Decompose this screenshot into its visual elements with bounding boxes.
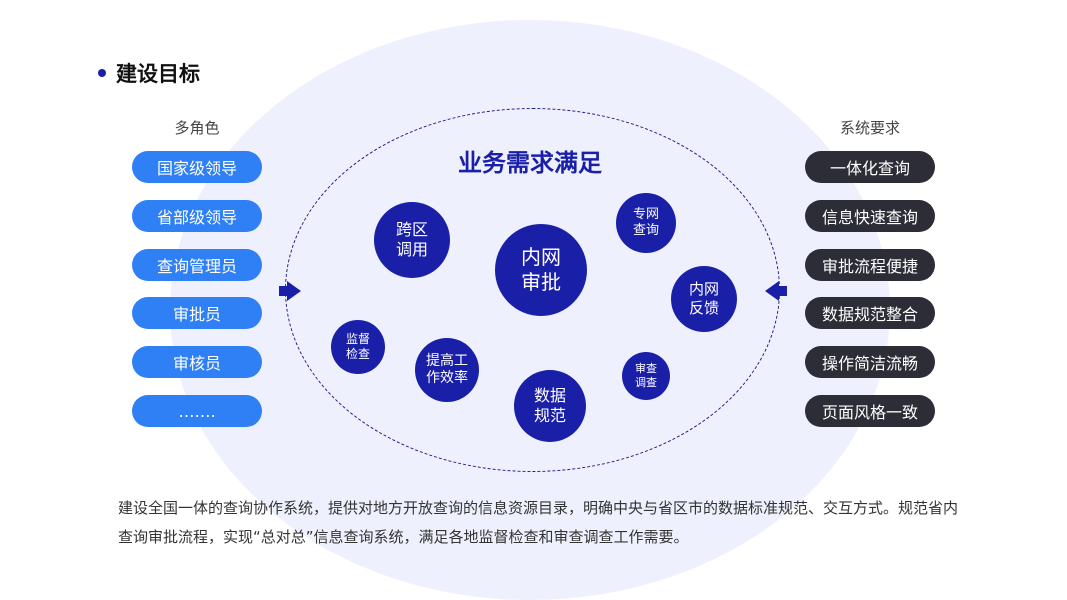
bubble-private-query: 专网 查询 bbox=[616, 193, 676, 253]
section-heading: 建设目标 bbox=[98, 58, 200, 88]
requirement-pill: 页面风格一致 bbox=[805, 395, 935, 427]
role-pill: 国家级领导 bbox=[132, 151, 262, 183]
bullet-dot-icon bbox=[98, 69, 106, 77]
requirement-pill: 操作简洁流畅 bbox=[805, 346, 935, 378]
role-pill: 审核员 bbox=[132, 346, 262, 378]
heading-text: 建设目标 bbox=[116, 62, 200, 86]
requirement-pill: 信息快速查询 bbox=[805, 200, 935, 232]
bubble-data-norm: 数据 规范 bbox=[514, 370, 586, 442]
description-paragraph: 建设全国一体的查询协作系统，提供对地方开放查询的信息资源目录，明确中央与省区市的… bbox=[118, 499, 959, 546]
role-pill-more: ……. bbox=[132, 395, 262, 427]
left-arrow-stem bbox=[279, 286, 287, 296]
right-arrow-stem bbox=[779, 286, 787, 296]
requirement-pill: 数据规范整合 bbox=[805, 297, 935, 329]
dashed-ellipse bbox=[285, 108, 780, 472]
role-pill: 省部级领导 bbox=[132, 200, 262, 232]
center-title: 业务需求满足 bbox=[458, 149, 602, 177]
left-column-header: 多角色 bbox=[174, 119, 220, 137]
requirement-pill: 审批流程便捷 bbox=[805, 249, 935, 281]
right-column-header: 系统要求 bbox=[839, 119, 900, 137]
bubble-inner-feedback: 内网 反馈 bbox=[671, 266, 737, 332]
bubble-cross-region: 跨区 调用 bbox=[374, 202, 450, 278]
bubble-supervision: 监督 检查 bbox=[331, 320, 385, 374]
role-pill: 审批员 bbox=[132, 297, 262, 329]
bubble-inner-approval: 内网 审批 bbox=[495, 224, 587, 316]
bubble-audit-survey: 审查 调查 bbox=[622, 352, 670, 400]
requirement-pill: 一体化查询 bbox=[805, 151, 935, 183]
bubble-efficiency: 提高工 作效率 bbox=[415, 338, 479, 402]
role-pill: 查询管理员 bbox=[132, 249, 262, 281]
